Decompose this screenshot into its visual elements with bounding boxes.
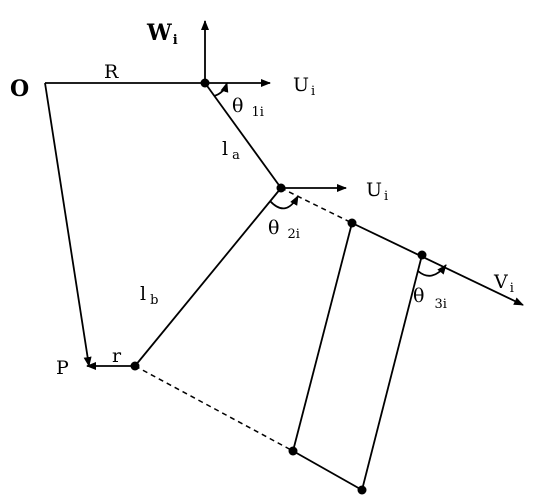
- joint-r: [130, 361, 140, 371]
- dashed-link-upper: [280, 187, 353, 224]
- joint-a: [276, 183, 286, 193]
- joint-upper-left: [347, 218, 357, 228]
- link-lb: [134, 187, 282, 367]
- link-left-vertical: [292, 222, 353, 452]
- joint-lower-right: [357, 485, 367, 495]
- label-P: P: [56, 357, 69, 379]
- label-r: r: [112, 345, 122, 367]
- dashed-link-lower: [134, 365, 294, 452]
- link-bottom: [292, 450, 363, 491]
- joint-upper-right: [417, 250, 427, 260]
- label-O: O: [10, 76, 29, 102]
- link-la: [204, 82, 282, 189]
- link-O-P: [44, 82, 92, 367]
- angle-arc-theta3: [417, 264, 447, 277]
- link-platform-upper: [351, 222, 524, 306]
- angle-arc-theta2: [269, 195, 299, 210]
- joint-R: [200, 78, 210, 88]
- joint-lower-left: [288, 446, 298, 456]
- label-W: Wi: [146, 20, 178, 48]
- label-R: R: [104, 61, 119, 83]
- link-right-vertical: [361, 254, 423, 491]
- angle-arc-theta1: [213, 82, 229, 97]
